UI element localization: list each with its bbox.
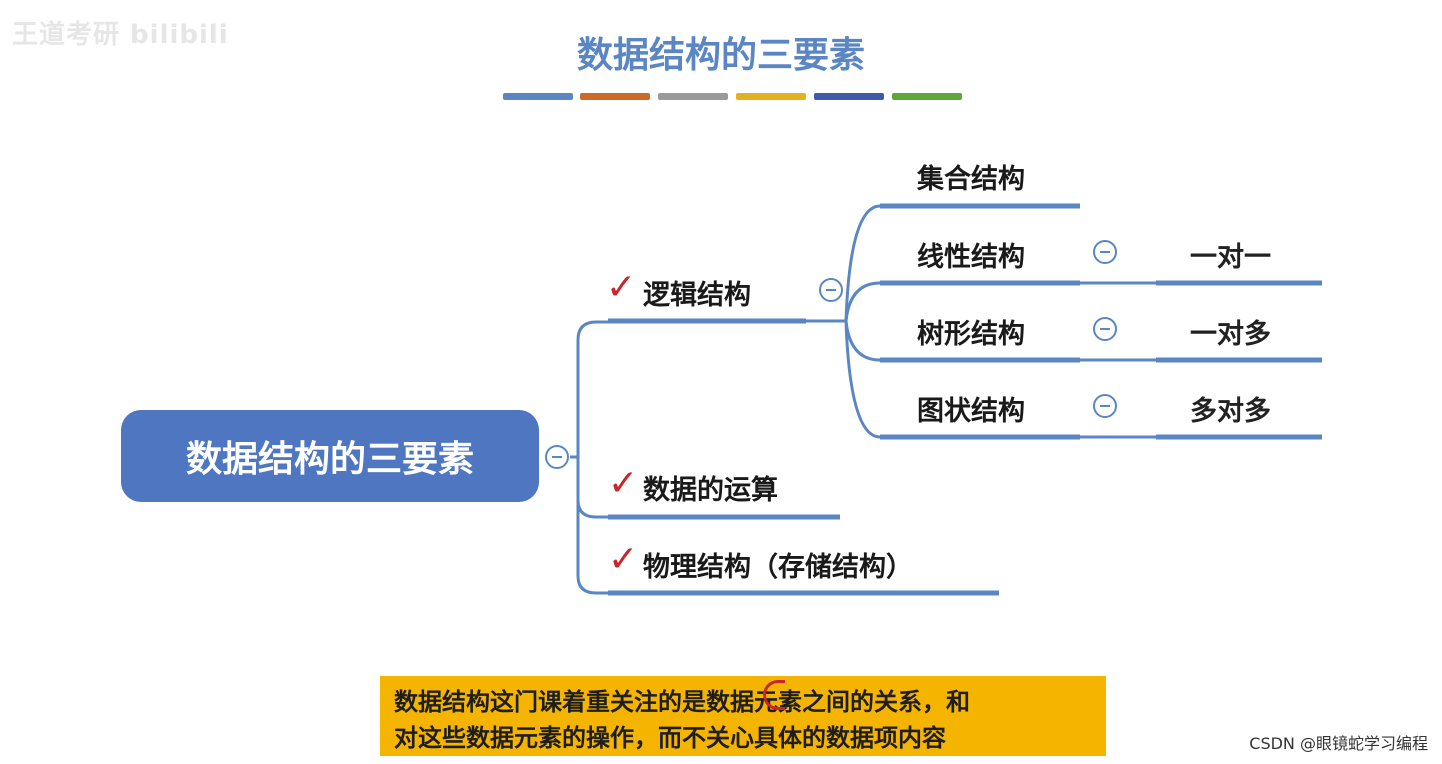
root-node-label: 数据结构的三要素 — [185, 439, 474, 480]
note-line-1: 数据结构这门课着重关注的是数据元素之间的关系，和 — [394, 688, 970, 716]
connector-tree — [844, 320, 881, 362]
color-bar-segment — [892, 93, 962, 100]
collapse-icon[interactable] — [1093, 240, 1117, 264]
branch-physical-structure[interactable]: 物理结构（存储结构） — [643, 552, 913, 583]
collapse-icon[interactable] — [819, 278, 843, 302]
relation-one-to-many[interactable]: 一对多 — [1190, 319, 1271, 350]
note-box: 数据结构这门课着重关注的是数据元素之间的关系，和 对这些数据元素的操作，而不关心… — [380, 676, 1106, 756]
color-bar-segment — [814, 93, 884, 100]
node-linear-structure[interactable]: 线性结构 — [917, 242, 1025, 273]
check-mark-icon: ✓ — [608, 539, 639, 580]
node-tree-structure[interactable]: 树形结构 — [917, 319, 1025, 350]
slide-title: 数据结构的三要素 — [576, 35, 865, 76]
branch-data-operation[interactable]: 数据的运算 — [643, 475, 778, 506]
node-graph-structure[interactable]: 图状结构 — [917, 396, 1025, 427]
root-node[interactable]: 数据结构的三要素 — [121, 410, 539, 502]
connector-set — [844, 204, 881, 322]
color-bar-segment — [503, 93, 573, 100]
note-line-2: 对这些数据元素的操作，而不关心具体的数据项内容 — [394, 724, 946, 752]
branch-logical-structure[interactable]: 逻辑结构 — [643, 280, 751, 311]
annotation-mark-icon — [763, 680, 785, 710]
relation-one-to-one[interactable]: 一对一 — [1190, 242, 1271, 273]
check-mark-icon: ✓ — [606, 267, 637, 308]
color-bar-segment — [736, 93, 806, 100]
color-bar-segment — [580, 93, 650, 100]
collapse-icon[interactable] — [1093, 317, 1117, 341]
connector-linear — [844, 281, 881, 322]
footer-credit: CSDN @眼镜蛇学习编程 — [1249, 734, 1428, 753]
watermark: 王道考研 bilibili — [12, 20, 229, 50]
check-mark-icon: ✓ — [608, 463, 639, 504]
collapse-icon[interactable] — [1093, 394, 1117, 418]
node-set-structure[interactable]: 集合结构 — [917, 164, 1025, 195]
connector-logical — [570, 320, 608, 459]
connector-physical — [576, 500, 608, 595]
color-bar-segment — [658, 93, 728, 100]
collapse-icon[interactable] — [545, 445, 569, 469]
connector-graph — [844, 320, 881, 439]
connector-operation — [576, 457, 608, 519]
relation-many-to-many[interactable]: 多对多 — [1190, 396, 1271, 427]
